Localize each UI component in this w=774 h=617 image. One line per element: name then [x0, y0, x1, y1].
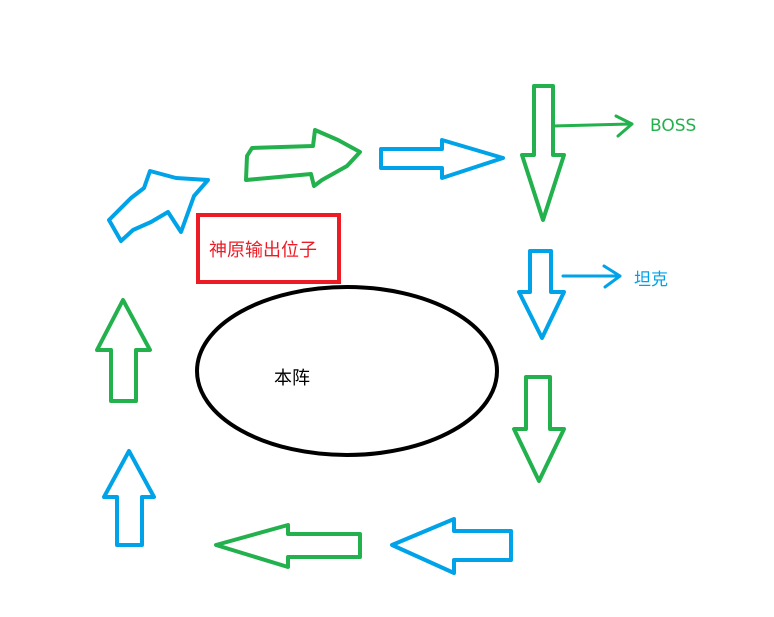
pointer-boss [551, 114, 634, 138]
base-ellipse [195, 285, 499, 457]
arrow-diagonal-blue [107, 169, 210, 243]
tank-label: 坦克 [634, 270, 668, 290]
arrow-down-blue-middle [517, 249, 566, 340]
arrow-down-green-top [520, 84, 566, 222]
position-box [196, 213, 341, 284]
boss-label: BOSS [650, 116, 697, 136]
arrow-left-green-bottom [214, 523, 362, 569]
arrow-up-blue-left [102, 449, 156, 547]
arrow-down-green-bottom [512, 375, 566, 483]
base-label: 本阵 [274, 368, 310, 389]
arrow-up-green-left [95, 298, 152, 403]
healer-position-label: 神原输出位子 [209, 240, 317, 261]
pointer-tank [561, 264, 622, 289]
arrow-right-green-top [244, 128, 362, 188]
arrow-left-blue-bottom [390, 517, 513, 575]
arrow-right-blue-top [379, 138, 505, 180]
